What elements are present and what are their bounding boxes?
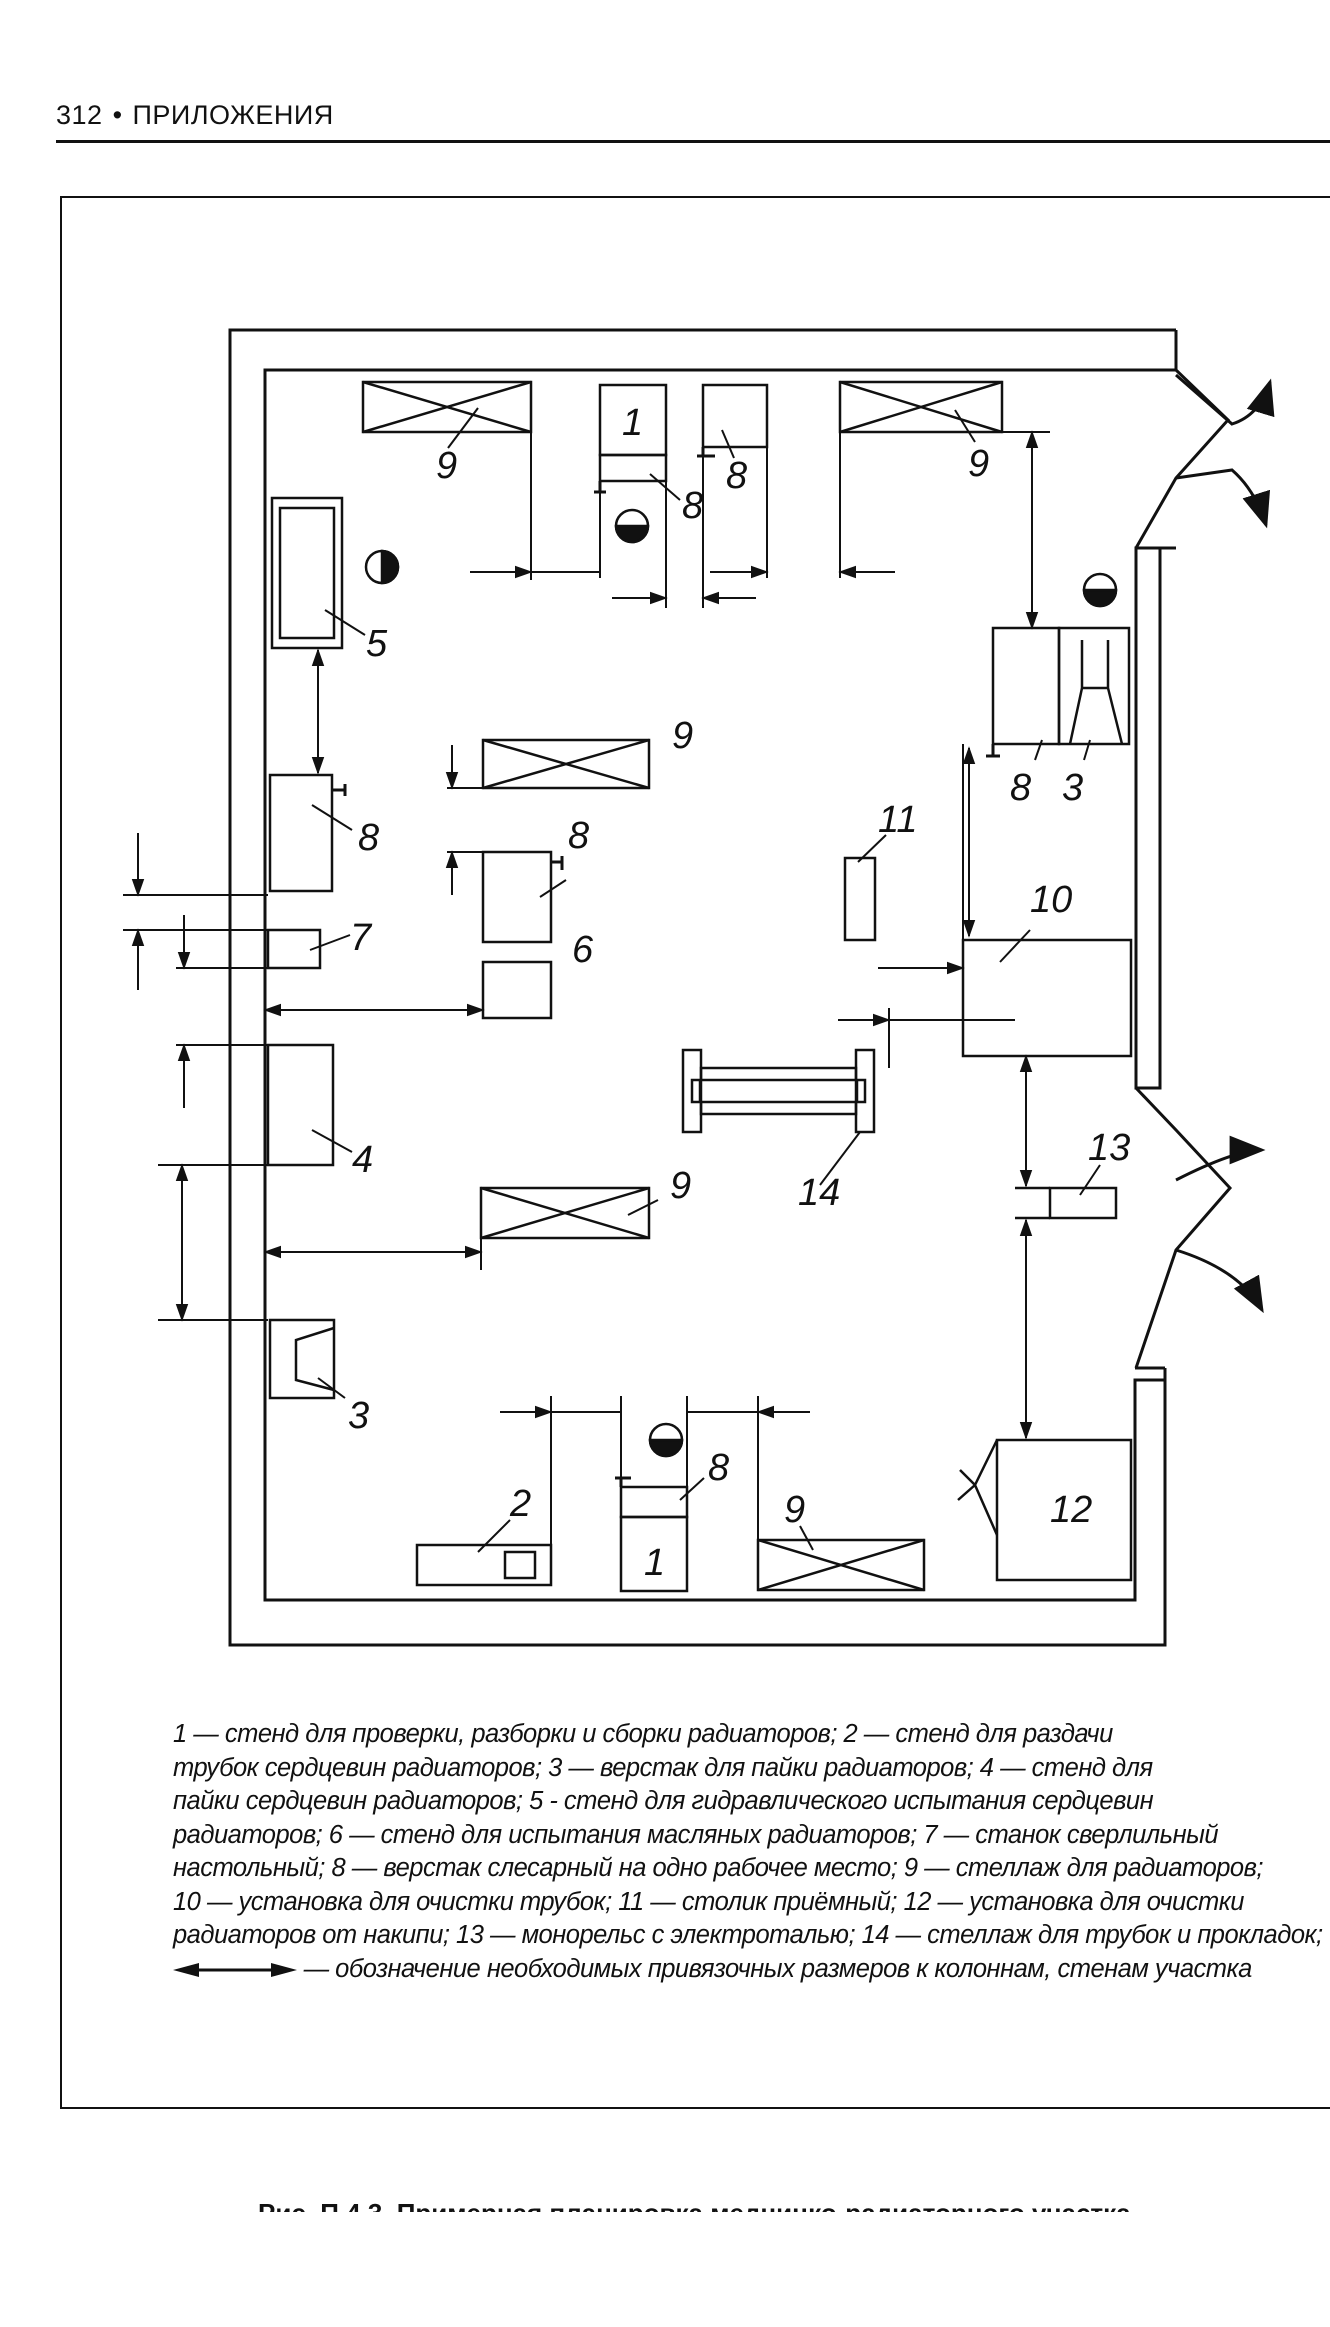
figure-caption: Рис. П.4.3. Примерная планировка медницк… [258,2198,1131,2228]
bench-8-left [268,773,334,893]
outer-wall [228,328,1176,1647]
rack-9-top-right [838,380,1004,434]
label-9-center-top: 9 [672,715,693,757]
stand-6 [481,960,553,1020]
label-8-bottom: 8 [708,1447,729,1489]
page-number: 312 [56,100,103,130]
stand-1-bottom [619,1515,689,1593]
label-3-left: 3 [348,1395,369,1437]
unit-10 [961,938,1133,1058]
label-13: 13 [1088,1127,1130,1169]
bench-8-center [481,850,553,944]
legend-line-7: радиаторов от накипи; 13 — монорельс с э… [173,1921,1323,1949]
label-4: 4 [352,1139,373,1181]
table-11 [843,856,877,942]
header-bullet: • [112,100,123,130]
page-header: 312 • ПРИЛОЖЕНИЯ [56,100,334,131]
legend-line-6: 10 — установка для очистки трубок; 11 — … [173,1887,1244,1916]
dimension-lines [123,430,1050,1585]
label-14: 14 [798,1172,840,1214]
rack-14 [681,1048,876,1134]
double-arrow-icon [173,1962,297,1977]
leader-lines [309,407,1101,1553]
bench-8-top-a [598,453,668,483]
bench-8-top-b [701,383,769,449]
drill-7 [266,928,322,970]
rack-9-center-bottom [479,1186,651,1240]
legend-line-5: настольный; 8 — верстак слесарный на одн… [173,1854,1264,1882]
legend-line-3: пайки сердцевин радиаторов; 5 - стенд дл… [173,1787,1154,1815]
label-9-bottom: 9 [784,1489,805,1531]
bench-8-right [991,626,1061,746]
label-2: 2 [509,1483,531,1525]
right-wall-column [1134,546,1162,1090]
label-8-top-a: 8 [682,485,703,527]
label-3-right: 3 [1062,767,1083,809]
rack-9-top-left [361,380,533,434]
label-8-top-b: 8 [726,455,747,497]
legend-line-8-text: — обозначение необходимых привязочных ра… [297,1954,1253,1983]
label-1-bottom: 1 [644,1542,665,1584]
lamp-circle-bottom [648,1422,684,1458]
legend-line-1: 1 — стенд для проверки, разборки и сборк… [173,1720,1113,1748]
label-5: 5 [366,623,388,665]
header-rule [56,140,1330,143]
stand-4 [266,1043,335,1167]
lamp-circle-right [1082,572,1118,608]
rack-9-center-top [481,738,651,790]
door-upper [1134,368,1231,549]
rack-9-bottom [756,1538,926,1592]
section-title: ПРИЛОЖЕНИЯ [132,100,334,130]
label-9-top-left: 9 [436,445,457,487]
bench-3-right [1057,626,1131,746]
label-8-right: 8 [1010,767,1031,809]
legend: 1 — стенд для проверки, разборки и сборк… [173,1718,1323,1987]
label-9-center-bottom: 9 [670,1165,691,1207]
label-8-left: 8 [358,817,379,859]
label-7: 7 [350,917,373,959]
legend-line-2: трубок сердцевин радиаторов; 3 — верстак… [173,1753,1153,1782]
unit-12 [995,1438,1133,1582]
floor-plan: 1 8 8 9 9 5 9 8 3 8 8 11 10 7 6 4 14 9 1… [123,328,1275,1647]
stand-5 [270,496,344,650]
bench-8-bottom [619,1485,689,1519]
lamp-circle-left [364,549,400,585]
legend-line-4: радиаторов; 6 — стенд для испытания масл… [173,1820,1219,1849]
label-8-center: 8 [568,815,589,857]
label-1-top: 1 [622,402,643,444]
bench-3-left [268,1318,336,1400]
label-11: 11 [878,799,917,841]
label-12: 12 [1050,1489,1092,1531]
legend-line-8: — обозначение необходимых привязочных ра… [173,1953,1252,1987]
lamp-circle-top [614,508,650,544]
label-10: 10 [1030,879,1072,921]
door-lower [1134,1086,1233,1369]
inner-wall [263,368,1176,1602]
figure-frame [60,196,1330,2109]
monorail-13 [1048,1186,1118,1220]
label-9-top-right: 9 [968,443,989,485]
label-6: 6 [572,929,594,971]
